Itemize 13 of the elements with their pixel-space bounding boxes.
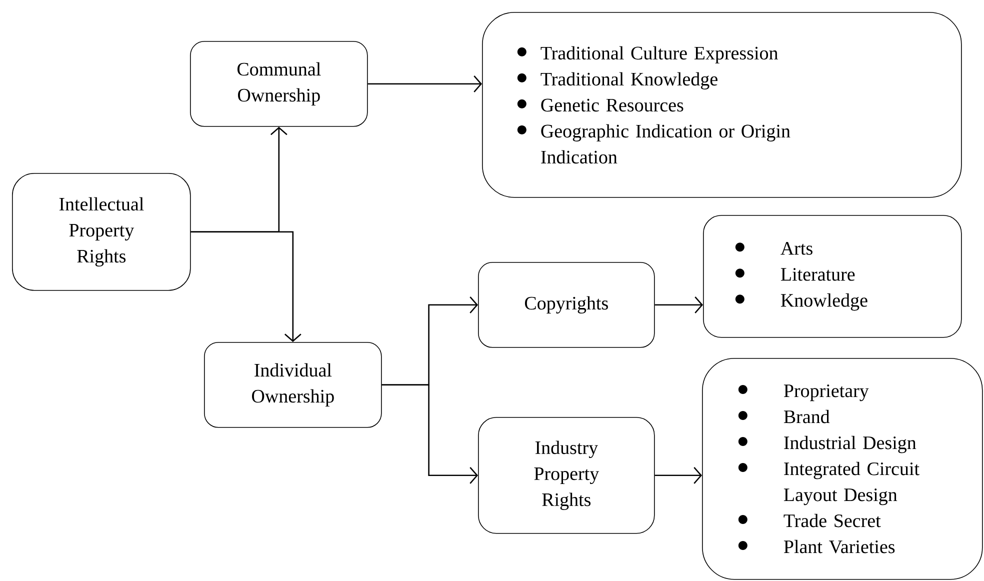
arrow: [654, 296, 703, 314]
process-box: Copyrights: [478, 262, 655, 348]
list-box: Traditional Culture Expression Traditional Knowledge Genetic Resources Geographic Indication or Origin Indication: [482, 12, 962, 198]
arrow: [654, 466, 702, 484]
arrow: [382, 384, 478, 484]
process-box: Communal Ownership: [190, 41, 368, 127]
process-box: Industry Property Rights: [478, 416, 655, 534]
process-box: Individual Ownership: [204, 342, 382, 428]
list-box: Arts Literature Knowledge: [703, 214, 962, 338]
arrow: [190, 231, 302, 342]
list-box: Proprietary Brand Industrial Design Integrated Circuit Layout Design Trade Secret Plant Varieties: [702, 358, 983, 580]
process-box: Intellectual Property Rights: [12, 172, 191, 291]
arrow: [368, 75, 482, 92]
